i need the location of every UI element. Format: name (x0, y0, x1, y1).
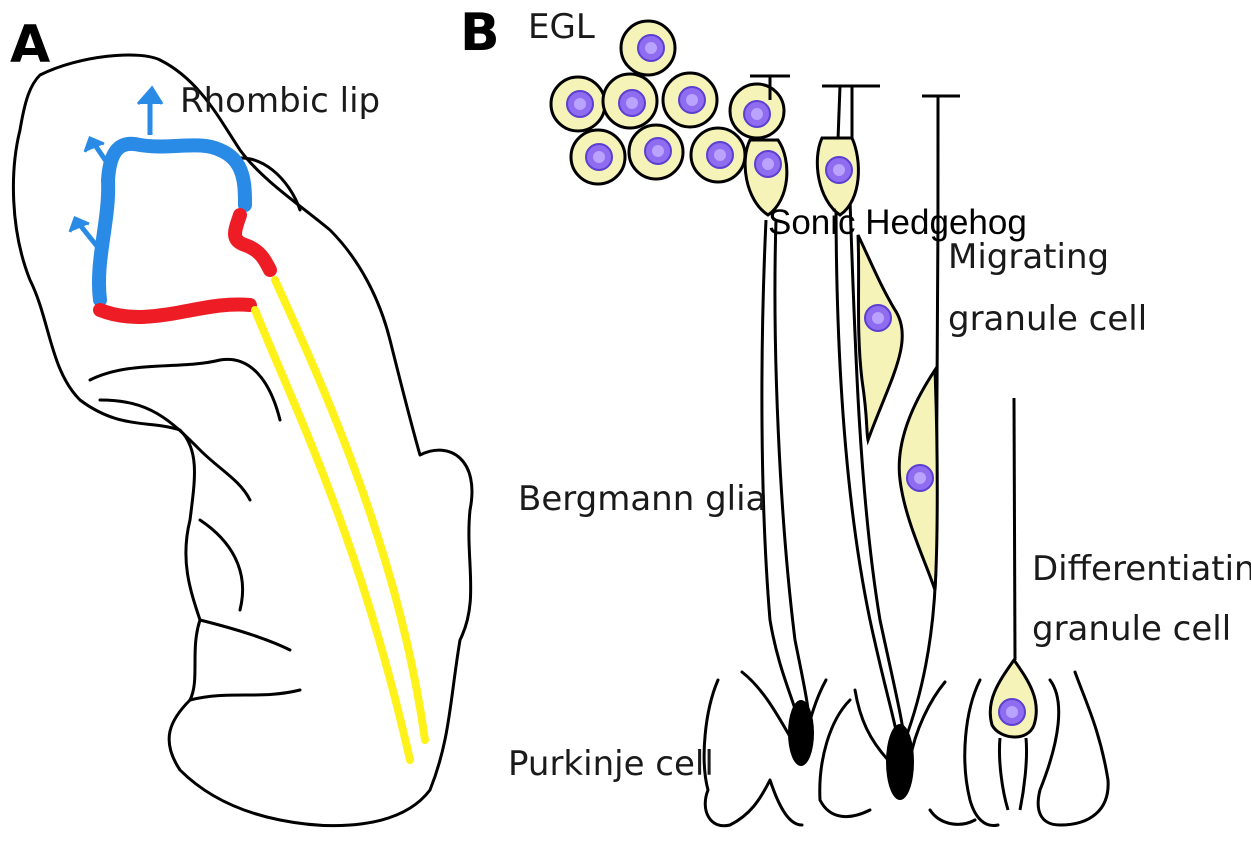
migrating-label-line2: granule cell (948, 299, 1147, 339)
egl-cell (629, 125, 683, 179)
migrating-granule-cell (899, 370, 937, 590)
panel-a-letter: A (10, 15, 50, 75)
purkinje-cells (704, 672, 1108, 826)
bergmann-glia-fibers (750, 76, 1015, 750)
migrating-label-line1: Migrating (948, 237, 1109, 277)
purkinje-soma (886, 724, 914, 800)
panel-b: B EGL (460, 3, 1251, 826)
purkinje-soma (788, 700, 814, 766)
egl-cell (663, 73, 717, 127)
panel-a: A Rhombic lip (10, 15, 472, 826)
migrating-granule-cell (858, 235, 902, 440)
egl-label: EGL (528, 7, 595, 47)
yellow-tracts (255, 280, 425, 760)
egl-cell (621, 21, 675, 75)
purkinje-cell-label: Purkinje cell (508, 744, 714, 784)
red-boundary (100, 215, 270, 317)
sonic-hedgehog-overlay: Sonic Hedgehog (768, 203, 1027, 242)
rhombic-lip-label: Rhombic lip (180, 81, 380, 121)
differentiating-label-line2: granule cell (1032, 609, 1231, 649)
egl-cell (603, 74, 657, 128)
panel-b-letter: B (460, 3, 500, 63)
egl-cell (551, 77, 605, 131)
bergmann-glia-label: Bergmann glia (518, 479, 766, 519)
differentiating-granule-cell (990, 660, 1036, 810)
egl-cell (691, 128, 745, 182)
egl-cell (571, 130, 625, 184)
egl-cell (730, 84, 784, 138)
